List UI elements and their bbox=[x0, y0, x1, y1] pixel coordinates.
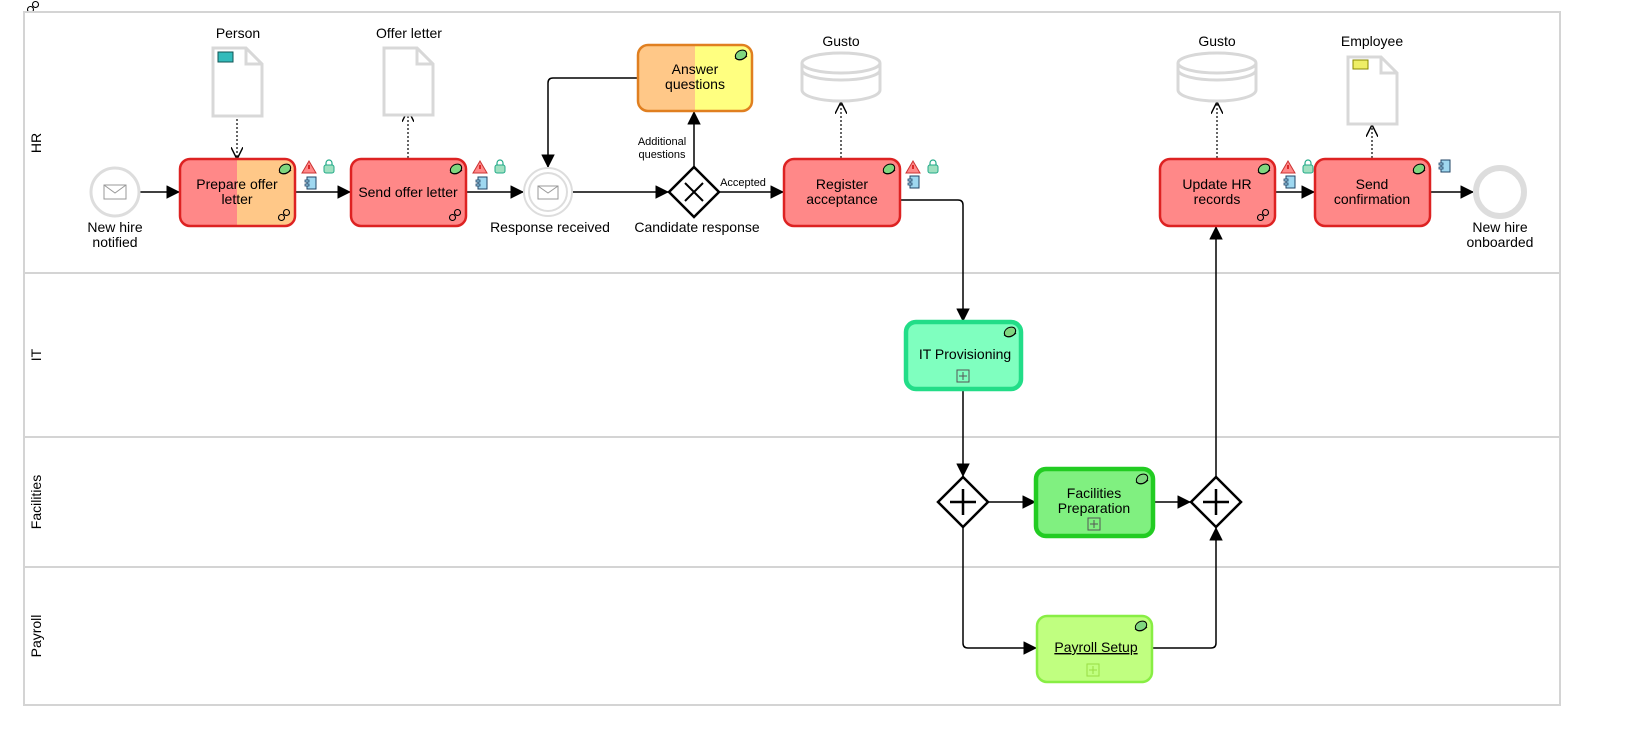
flow[interactable] bbox=[962, 527, 1037, 655]
svg-text:Gusto: Gusto bbox=[822, 33, 860, 49]
svg-text:Send: Send bbox=[1356, 176, 1389, 192]
lane-label-payroll: Payroll bbox=[28, 615, 44, 658]
start-event[interactable]: New hire notified bbox=[87, 166, 143, 250]
parallel-gateway-split[interactable] bbox=[936, 475, 990, 529]
svg-text:Response received: Response received bbox=[490, 219, 610, 235]
component-icon[interactable] bbox=[907, 175, 920, 189]
svg-text:Employee: Employee bbox=[1341, 33, 1403, 49]
parallel-gateway-join[interactable] bbox=[1189, 475, 1243, 529]
task-send-offer-letter[interactable]: Send offer letter bbox=[349, 157, 468, 228]
intermediate-event[interactable]: Response received bbox=[490, 167, 610, 235]
subprocess-it-provisioning[interactable]: IT Provisioning bbox=[903, 319, 1024, 392]
subprocess-facilities-preparation[interactable]: Facilities Preparation bbox=[1033, 466, 1156, 539]
lane-label-facilities: Facilities bbox=[28, 475, 44, 529]
warning-icon[interactable] bbox=[472, 160, 488, 174]
flow[interactable] bbox=[1152, 527, 1223, 649]
sequence-flows bbox=[140, 77, 1474, 655]
data-store-gusto[interactable]: Gusto bbox=[800, 33, 882, 103]
lane-label-hr: HR bbox=[28, 133, 44, 153]
component-icon[interactable] bbox=[475, 176, 488, 190]
svg-text:Gusto: Gusto bbox=[1198, 33, 1236, 49]
svg-text:IT Provisioning: IT Provisioning bbox=[919, 346, 1011, 362]
lock-icon[interactable] bbox=[494, 159, 506, 174]
component-icon[interactable] bbox=[304, 176, 317, 190]
flow-label-additional: questions bbox=[638, 149, 686, 161]
data-store-gusto[interactable]: Gusto bbox=[1176, 33, 1258, 103]
exclusive-gateway[interactable]: Candidate response bbox=[634, 165, 760, 235]
svg-text:Payroll Setup[interactable]: Payroll Setup bbox=[1054, 639, 1137, 655]
task-send-confirmation[interactable]: Send confirmation bbox=[1313, 157, 1432, 228]
envelope-icon bbox=[103, 184, 127, 200]
pool bbox=[23, 11, 1561, 706]
flow[interactable] bbox=[900, 199, 970, 322]
link-icon[interactable] bbox=[26, 0, 40, 14]
svg-text:New hire: New hire bbox=[1472, 219, 1527, 235]
data-object-person[interactable]: Person bbox=[211, 25, 264, 118]
lane-label-it: IT bbox=[28, 348, 44, 361]
lock-icon[interactable] bbox=[927, 159, 939, 174]
table-icon bbox=[1352, 59, 1369, 70]
table-icon bbox=[217, 51, 234, 63]
svg-text:Register: Register bbox=[816, 176, 868, 192]
svg-text:New hire: New hire bbox=[87, 219, 142, 235]
svg-text:Facilities: Facilities bbox=[1067, 485, 1121, 501]
svg-text:notified: notified bbox=[92, 234, 137, 250]
svg-text:Send offer letter: Send offer letter bbox=[358, 184, 458, 200]
component-icon[interactable] bbox=[1438, 159, 1451, 173]
component-icon[interactable] bbox=[1283, 175, 1296, 189]
svg-text:Offer letter: Offer letter bbox=[376, 25, 442, 41]
svg-text:Preparation: Preparation bbox=[1058, 500, 1130, 516]
svg-text:confirmation: confirmation bbox=[1334, 191, 1410, 207]
expand-icon[interactable] bbox=[1087, 517, 1101, 531]
svg-text:letter: letter bbox=[221, 191, 252, 207]
lock-icon[interactable] bbox=[1302, 159, 1314, 174]
expand-icon[interactable] bbox=[1086, 663, 1100, 677]
svg-text:records: records bbox=[1194, 191, 1241, 207]
svg-text:questions: questions bbox=[665, 76, 725, 92]
flow-label-accepted: Accepted bbox=[720, 177, 766, 189]
end-event[interactable]: New hire onboarded bbox=[1467, 165, 1534, 250]
svg-text:Person: Person bbox=[216, 25, 260, 41]
lock-icon[interactable] bbox=[323, 159, 335, 174]
warning-icon[interactable] bbox=[905, 160, 921, 174]
envelope-icon bbox=[537, 185, 559, 200]
data-object-employee[interactable]: Employee bbox=[1341, 33, 1403, 126]
task-answer-questions[interactable]: Answer questions bbox=[636, 43, 754, 113]
svg-text:Update HR: Update HR bbox=[1182, 176, 1251, 192]
svg-text:Prepare offer: Prepare offer bbox=[196, 176, 278, 192]
warning-icon[interactable] bbox=[1280, 160, 1296, 174]
task-register-acceptance[interactable]: Register acceptance bbox=[782, 157, 902, 228]
flow-label-additional: Additional bbox=[638, 136, 686, 148]
subprocess-payroll-setup[interactable]: Payroll Setup bbox=[1035, 614, 1154, 684]
data-object-offer-letter[interactable]: Offer letter bbox=[376, 25, 442, 117]
svg-text:acceptance: acceptance bbox=[806, 191, 878, 207]
task-update-hr-records[interactable]: Update HR records bbox=[1158, 157, 1277, 228]
svg-text:Candidate response: Candidate response bbox=[634, 219, 760, 235]
warning-icon[interactable] bbox=[301, 160, 317, 174]
svg-text:onboarded: onboarded bbox=[1467, 234, 1534, 250]
svg-text:Answer: Answer bbox=[672, 61, 719, 77]
flow[interactable] bbox=[541, 77, 638, 168]
expand-icon[interactable] bbox=[956, 369, 970, 383]
task-prepare-offer-letter[interactable]: Prepare offer letter bbox=[178, 157, 297, 228]
